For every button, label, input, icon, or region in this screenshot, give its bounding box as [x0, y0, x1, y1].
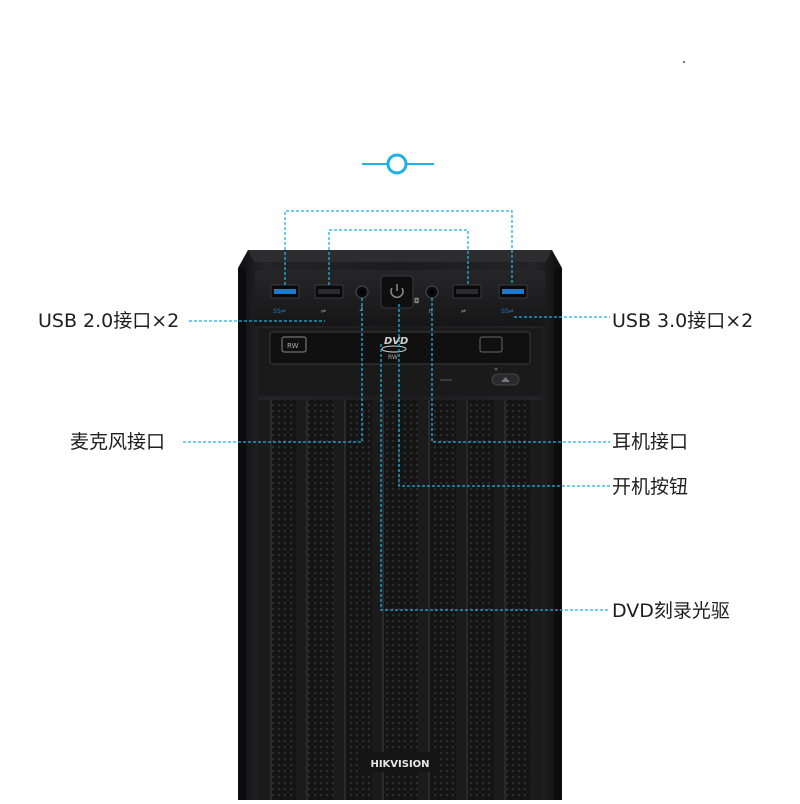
usb2-port-left: ⇌ [314, 284, 344, 315]
usb2-bracket-line [328, 229, 469, 285]
power-button [380, 275, 414, 309]
ss-usb-icon: SS⇌ [273, 308, 286, 315]
disc-logo-icon [479, 336, 503, 353]
brand-plate: HIKVISION [362, 752, 438, 772]
headphone-jack: ∩ [425, 285, 439, 315]
label-headphone-jack: 耳机接口 [612, 431, 689, 453]
label-mic-jack: 麦克风接口 [70, 431, 166, 453]
eject-button [491, 367, 520, 386]
usb-icon: ⇌ [321, 308, 326, 315]
label-usb3-ports: USB 3.0接口×2 [612, 310, 754, 332]
dust-speck [683, 61, 685, 63]
label-power-button: 开机按钮 [612, 476, 689, 498]
mic-leader-line [182, 298, 363, 443]
drive-led [440, 379, 452, 381]
callout-lines [182, 210, 610, 611]
usb3-bracket-line [284, 210, 513, 285]
headphone-leader-line [431, 298, 610, 443]
power-leader-line [398, 304, 610, 487]
dvd-sub-text: RW [388, 354, 398, 361]
dvd-logo-text: DVD [384, 336, 408, 347]
power-icon [390, 284, 404, 298]
headphone-icon: ∩ [428, 307, 433, 315]
usb2-port-right: ⇌ [452, 284, 482, 315]
usb3-port-left: SS⇌ [270, 284, 300, 315]
rw-badge-text: RW [287, 342, 299, 350]
label-usb2-ports: USB 2.0接口×2 [38, 310, 180, 332]
usb3-port-right: SS⇌ [498, 284, 528, 315]
io-panel: SS⇌ ⇌ ♪ ◘ ∩ [255, 270, 545, 326]
front-grille [258, 400, 542, 800]
usb-icon-right: ⇌ [461, 308, 466, 315]
dvd-leader-line [380, 344, 610, 611]
dvd-drive: RW DVD RW [258, 328, 542, 396]
label-dvd-drive: DVD刻录光驱 [612, 600, 730, 622]
header-connector-icon [362, 153, 434, 175]
rw-badge [281, 336, 307, 353]
dvd-disc-icon [381, 345, 407, 353]
microphone-icon: ♪ [359, 305, 363, 313]
eject-led [494, 367, 498, 371]
eject-icon [501, 377, 510, 382]
brand-logo: HIKVISION [370, 759, 429, 770]
ss-usb-icon-right: SS⇌ [501, 308, 514, 315]
hdd-led-icon: ◘ [414, 297, 420, 305]
